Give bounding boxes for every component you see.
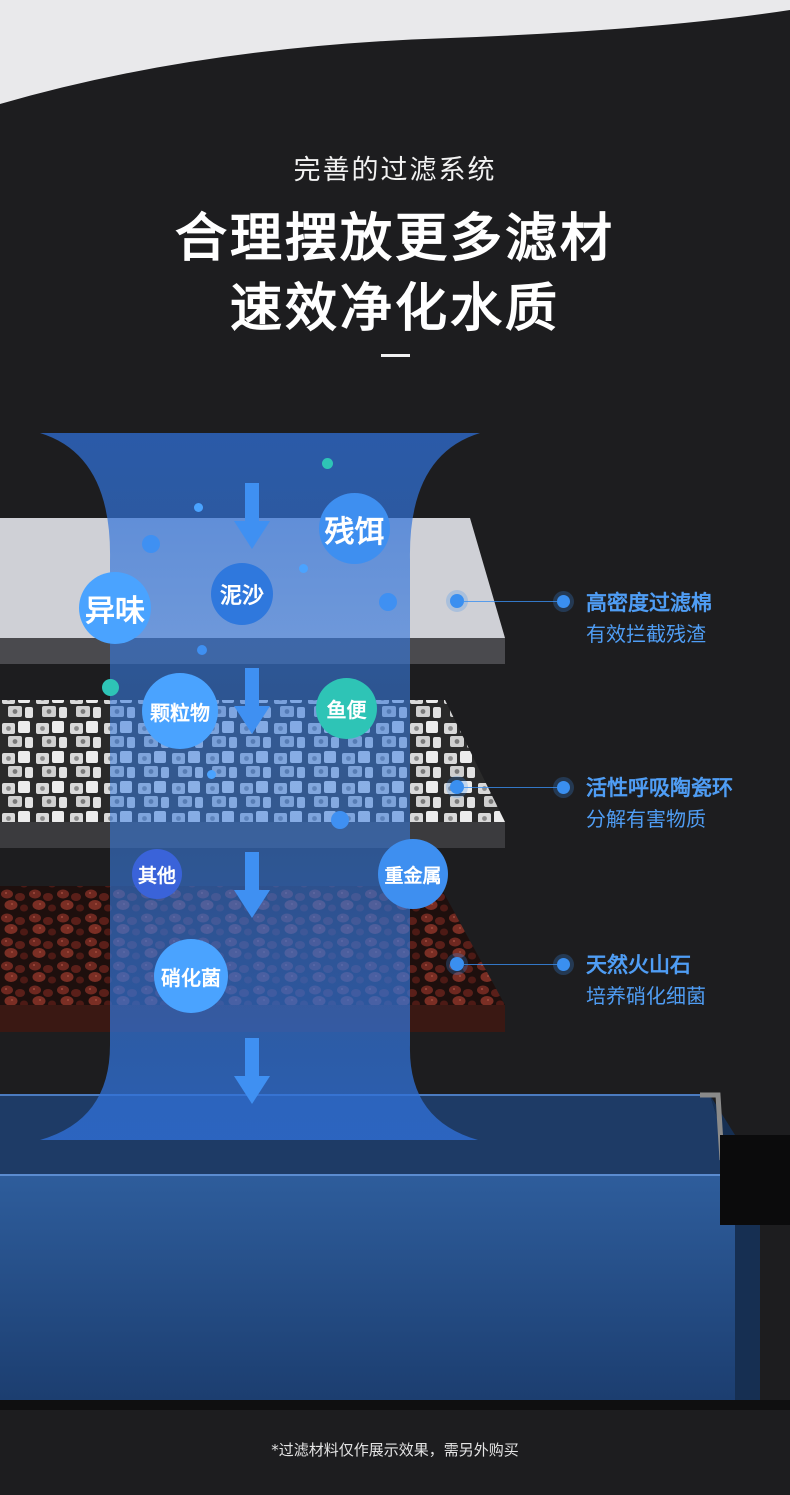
callout-dot-layer-3 xyxy=(450,957,464,971)
callout-line-layer-1 xyxy=(464,601,558,602)
headline-line-2: 速效净化水质 xyxy=(229,279,560,339)
particle-dot xyxy=(142,535,160,553)
layer-desc: 培养硝化细菌 xyxy=(586,984,706,1008)
layer-label-1: 高密度过滤棉 有效拦截残渣 xyxy=(586,588,712,650)
bubble-nisha: 泥沙 xyxy=(211,563,273,625)
layer-title: 天然火山石 xyxy=(586,953,691,977)
particle-dot xyxy=(322,458,333,469)
particle-dot xyxy=(102,679,119,696)
callout-dot-layer-1 xyxy=(450,594,464,608)
flow-arrow-1 xyxy=(234,483,270,549)
disclaimer-note: *过滤材料仅作展示效果，需另外购买 xyxy=(271,1441,519,1459)
particle-dot xyxy=(194,503,203,512)
bubble-zhongjinshu: 重金属 xyxy=(378,839,448,909)
bubble-yubian: 鱼便 xyxy=(316,678,377,739)
callout-dot-layer-1-end xyxy=(557,595,570,608)
layer-title: 活性呼吸陶瓷环 xyxy=(586,776,733,800)
bubble-qita: 其他 xyxy=(132,849,182,899)
top-curve-shape xyxy=(0,0,790,104)
bubble-xiaohuajun: 硝化菌 xyxy=(154,939,228,1013)
bubble-keliwu: 颗粒物 xyxy=(142,673,218,749)
callout-line-layer-2 xyxy=(464,787,558,788)
particle-dot xyxy=(207,770,216,779)
particle-dot xyxy=(197,645,207,655)
headline-divider xyxy=(381,354,410,357)
layer-label-3: 天然火山石 培养硝化细菌 xyxy=(586,950,706,1012)
particle-dot xyxy=(299,564,308,573)
headline-line-1: 合理摆放更多滤材 xyxy=(174,209,615,269)
layer-desc: 有效拦截残渣 xyxy=(586,622,706,646)
flow-arrow-2 xyxy=(234,668,270,734)
callout-dot-layer-2 xyxy=(450,780,464,794)
callout-dot-layer-3-end xyxy=(557,958,570,971)
bubble-yiwei: 异味 xyxy=(79,572,151,644)
layer-desc: 分解有害物质 xyxy=(586,807,706,831)
aquarium-tank xyxy=(0,1092,790,1410)
callout-dot-layer-2-end xyxy=(557,781,570,794)
layer-title: 高密度过滤棉 xyxy=(586,591,712,615)
bubble-canyi: 残饵 xyxy=(319,493,390,564)
particle-dot xyxy=(331,811,349,829)
flow-arrow-3 xyxy=(234,852,270,918)
callout-line-layer-3 xyxy=(464,964,558,965)
layer-label-2: 活性呼吸陶瓷环 分解有害物质 xyxy=(586,773,733,835)
section-subtitle: 完善的过滤系统 xyxy=(293,155,497,186)
particle-dot xyxy=(379,593,397,611)
flow-arrow-4 xyxy=(234,1038,270,1104)
